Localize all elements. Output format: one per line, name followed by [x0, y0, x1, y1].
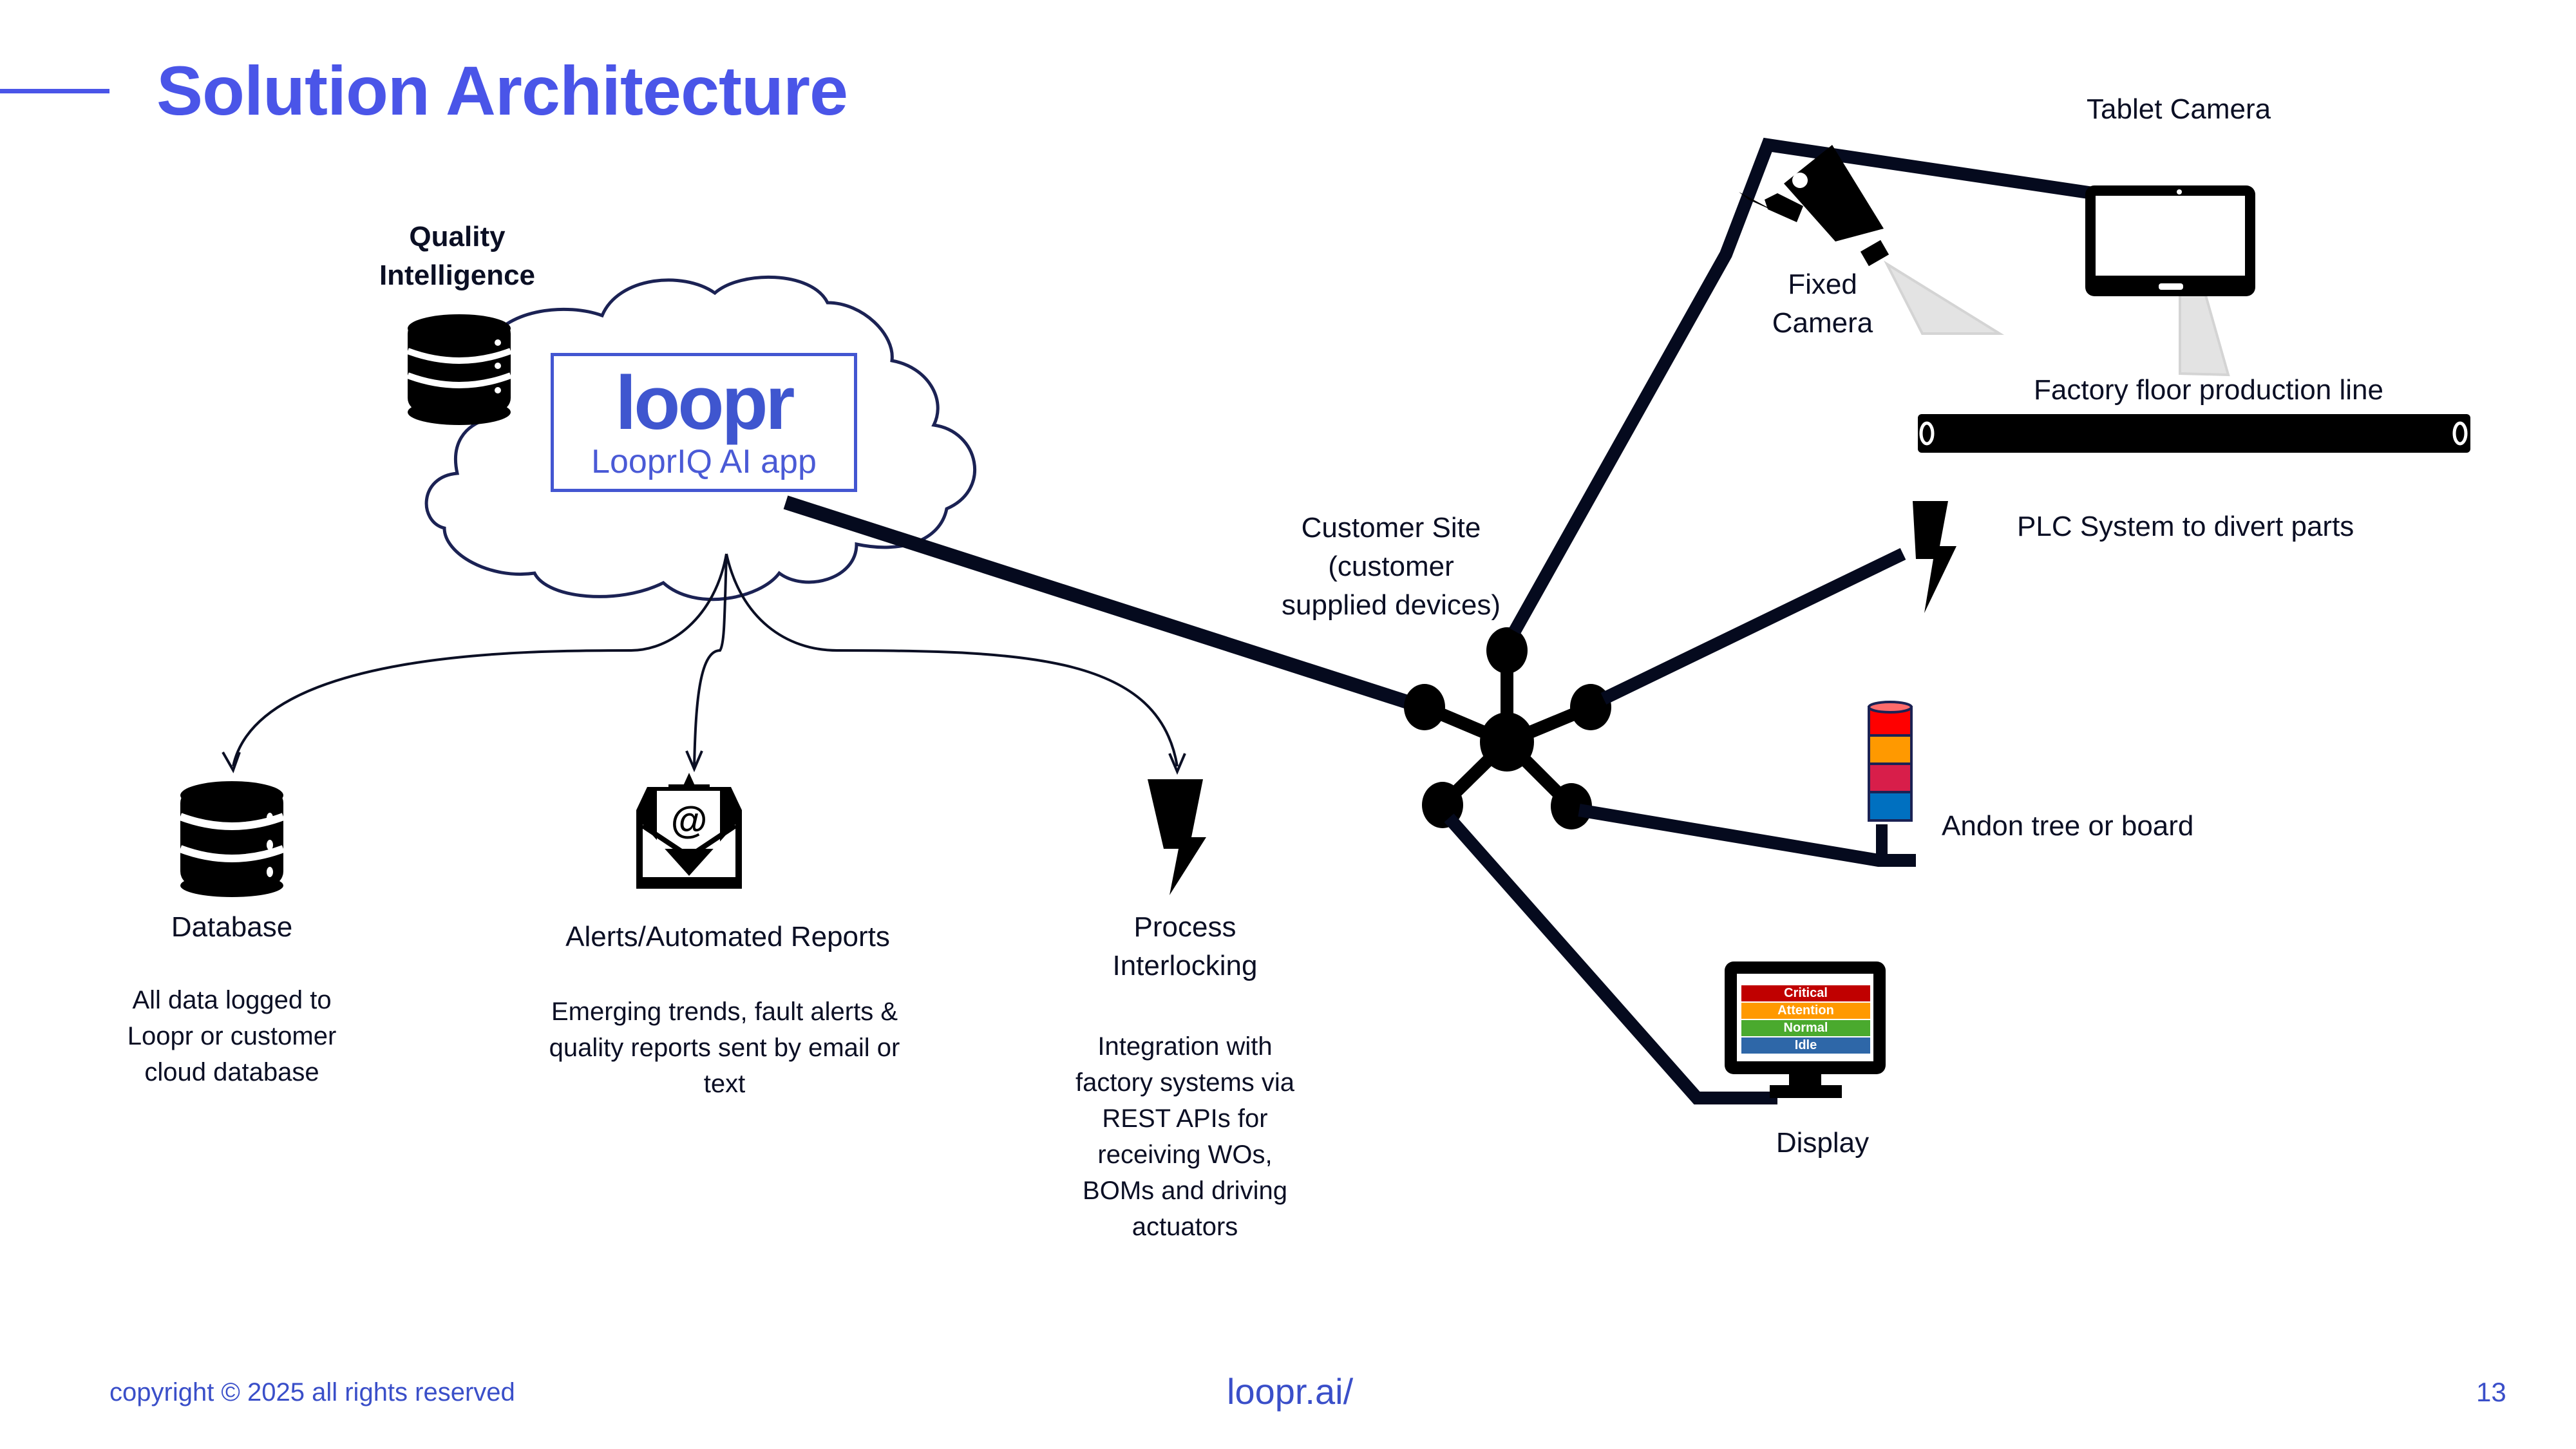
- plc-lightning-icon: [1913, 501, 1956, 613]
- cloud-to-site-link: [783, 495, 1426, 714]
- interlocking-title: Process Interlocking: [1088, 908, 1282, 985]
- fixed-camera-line-2: Camera: [1772, 307, 1873, 339]
- lightning-bolt-icon: [1148, 779, 1206, 895]
- loopr-logo: loopr: [615, 361, 795, 446]
- display-label: Display: [1776, 1127, 1870, 1159]
- andon-cap: [1868, 701, 1913, 714]
- fixed-camera-fov: [1883, 260, 2005, 335]
- app-name: LooprIQ AI app: [591, 443, 817, 480]
- link-to-plc: [1600, 547, 1906, 705]
- cloud-output-arrows: [222, 553, 1186, 775]
- fixed-camera-line-1: Fixed: [1788, 269, 1857, 300]
- alerts-title: Alerts/Automated Reports: [565, 921, 890, 952]
- display-status-row: Idle: [1741, 1037, 1870, 1054]
- production-line-label: Factory floor production line: [2034, 374, 2383, 406]
- database-icon: [178, 781, 285, 897]
- title-accent-rule: [0, 89, 109, 93]
- arrow-to-interlocking: [725, 553, 1179, 767]
- heading-line-1: Quality: [409, 221, 506, 252]
- andon-light-segment: [1868, 762, 1913, 793]
- email-at-icon: @: [636, 773, 742, 889]
- interlocking-title-line-2: Interlocking: [1112, 950, 1258, 981]
- database-description: All data logged to Loopr or customer clo…: [127, 986, 337, 1086]
- arrow-to-alerts: [693, 553, 728, 767]
- device-links: [1444, 137, 2094, 1104]
- production-line-icon: [1918, 414, 2470, 453]
- footer-website-link[interactable]: loopr.ai/: [1227, 1371, 1354, 1412]
- network-hub-icon: [1404, 627, 1611, 829]
- interlocking-description: Integration with factory systems via RES…: [1075, 1032, 1295, 1241]
- display-status-row: Attention: [1741, 1003, 1870, 1019]
- plc-label: PLC System to divert parts: [2017, 511, 2354, 542]
- customer-site-line-1: Customer Site: [1301, 512, 1481, 544]
- tablet-camera-label: Tablet Camera: [2087, 93, 2271, 125]
- customer-site-line-2: (customer: [1328, 551, 1454, 582]
- link-to-andon: [1578, 804, 1916, 867]
- fixed-camera-icon: [1739, 145, 1889, 267]
- andon-label: Andon tree or board: [1942, 810, 2194, 842]
- arrow-to-database: [232, 553, 728, 767]
- customer-site-label: Customer Site (customer supplied devices…: [1262, 509, 1520, 625]
- fixed-camera-label: Fixed Camera: [1726, 265, 1919, 343]
- display-status-row: Critical: [1741, 985, 1870, 1001]
- page-number: 13: [2476, 1377, 2506, 1407]
- alerts-description: Emerging trends, fault alerts & quality …: [549, 998, 900, 1098]
- quality-intelligence-heading: Quality Intelligence: [361, 218, 554, 295]
- andon-light-segment: [1868, 791, 1913, 822]
- andon-tower-icon: [1868, 701, 1913, 863]
- heading-line-2: Intelligence: [379, 260, 536, 291]
- looprIQ-app-card[interactable]: loopr LooprIQ AI app: [551, 353, 857, 492]
- customer-site-line-3: supplied devices): [1282, 589, 1501, 621]
- slide-title: Solution Architecture: [156, 52, 848, 129]
- link-to-cameras: [1509, 137, 2094, 634]
- interlocking-title-line-1: Process: [1133, 911, 1236, 943]
- tablet-camera-icon: [2085, 185, 2255, 296]
- quality-database-icon: [406, 314, 512, 425]
- database-title: Database: [171, 911, 293, 943]
- andon-light-segment: [1868, 734, 1913, 765]
- svg-text:@: @: [671, 799, 708, 841]
- display-status-row: Normal: [1741, 1020, 1870, 1036]
- footer-copyright: copyright © 2025 all rights reserved: [109, 1378, 515, 1406]
- link-to-display: [1444, 813, 1777, 1104]
